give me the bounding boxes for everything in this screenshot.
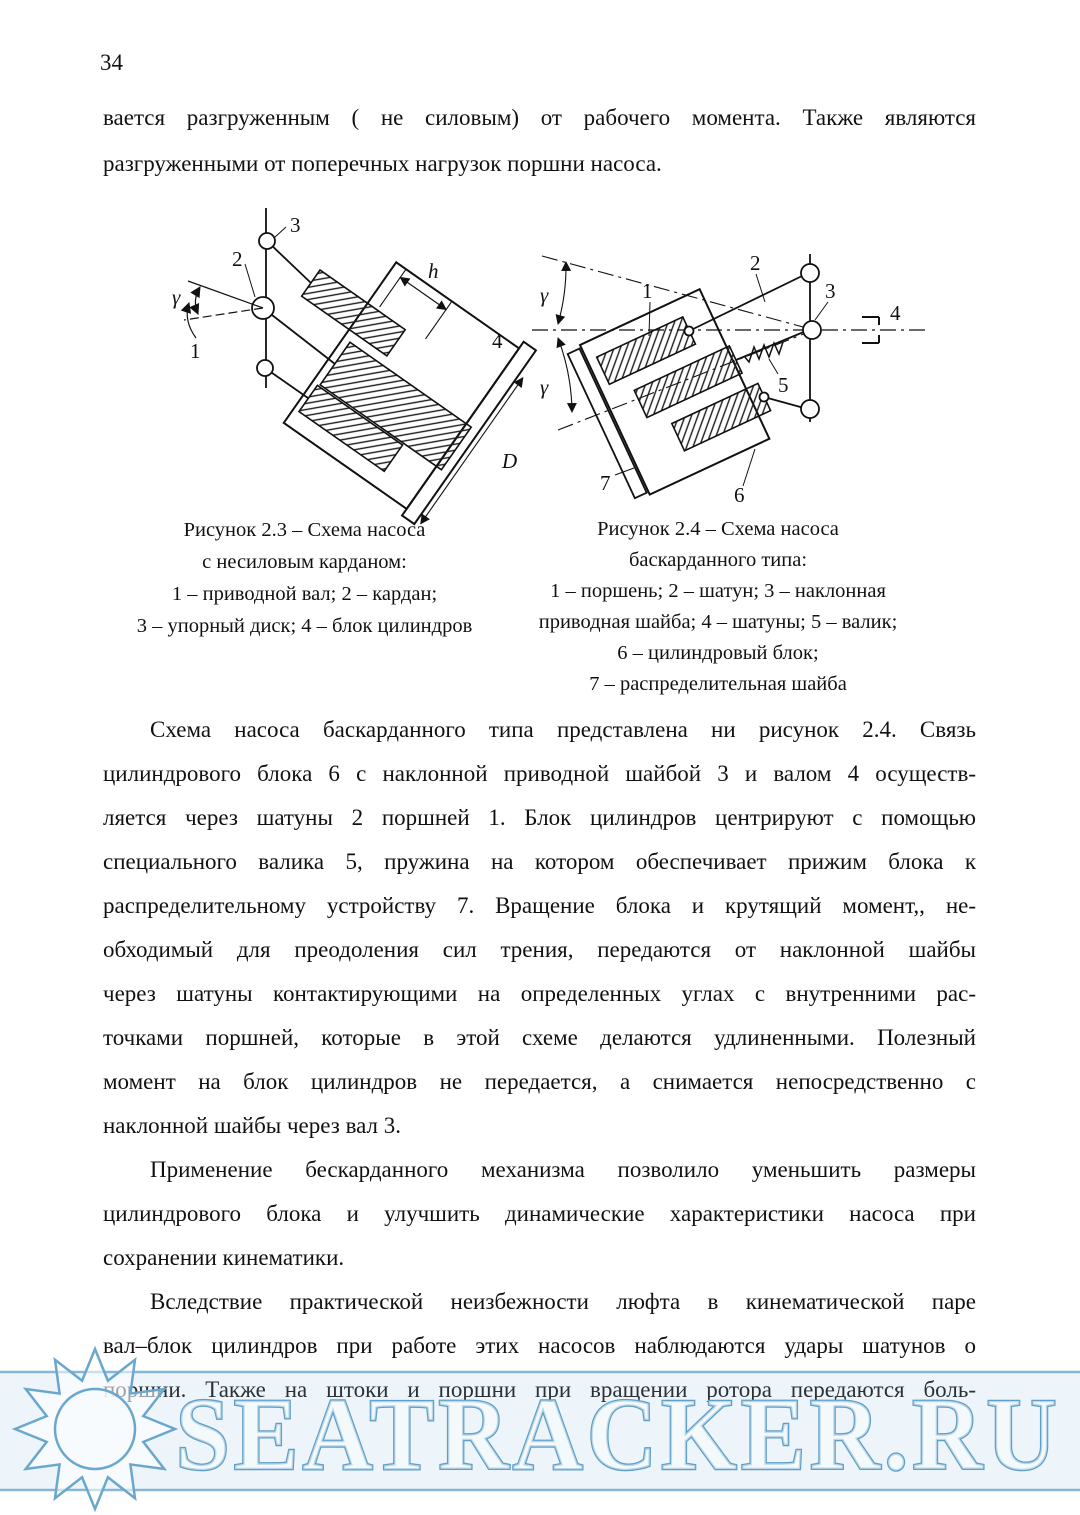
leader-line [244,263,256,298]
caption-line: приводная шайба; 4 – шатуны; 5 – валик; [538,611,898,633]
figure-2-3-caption: Рисунок 2.3 – Схема насоса с несиловым к… [112,514,497,642]
text-line: цилиндрового блока 6 с наклонной приводн… [103,761,976,786]
caption-line: 1 – приводной вал; 2 – кардан; [171,583,438,605]
label-7: 7 [600,471,611,495]
gamma-angle-arc [555,261,572,325]
leader-line [768,358,779,375]
piston [633,344,744,419]
tilt-line-upper [541,255,815,331]
ball-joint [800,399,820,419]
caption-line: Рисунок 2.3 – Схема насоса [183,519,426,541]
text-line: разгруженными от поперечных нагрузок пор… [103,151,662,176]
axis-reference-line [183,307,264,321]
label-1: 1 [190,339,201,363]
caption-line: 1 – поршень; 2 – шатун; 3 – наклонная [550,580,886,602]
valik-line [735,330,807,361]
text-line: момент на блок цилиндров не передается, … [103,1069,976,1094]
leader-line [742,448,756,487]
piston-joint [758,391,770,403]
ball-joint [800,263,820,283]
text-line: распределительному устройству 7. Вращени… [103,893,976,918]
label-leaders [244,226,287,298]
text-line: обходимый для преодоления сил трения, пе… [103,937,976,962]
figure-2-4-caption: Рисунок 2.4 – Схема насоса баскарданного… [518,514,918,700]
text-line: вал–блок цилиндров при работе этих насос… [103,1333,976,1358]
label-1: 1 [642,279,653,303]
label-h: h [428,259,439,283]
figure-2-3-diagram: 3 2 1 4 h D γ [172,208,538,526]
spring [743,341,784,364]
intro-paragraph: вается разгруженным ( не силовым) от раб… [103,95,976,187]
caption-line: с несиловым карданом: [202,551,407,573]
rotation-arrow [180,301,197,339]
caption-line: Рисунок 2.4 – Схема насоса [597,518,839,540]
leader-line [614,467,635,476]
label-5: 5 [778,373,789,397]
caption-line: 6 – цилиндровый блок; [617,642,819,664]
leader-line [273,226,287,239]
drive-shaft-and-joints [251,208,336,399]
text-line: через шатуны контактирующими на определе… [103,981,976,1006]
label-gamma-bottom: γ [540,375,549,399]
dimension-h-arrow [379,268,453,340]
caption-line: 3 – упорный диск; 4 – блок цилиндров [136,615,473,637]
gamma-angle-arc [556,337,577,413]
label-D: D [501,449,517,473]
body-text: Схема насоса баскарданного типа представ… [103,708,976,1412]
piston [300,268,407,357]
label-gamma: γ [172,285,181,309]
text-line: Схема насоса баскарданного типа представ… [150,717,976,742]
dimension-D-arrow [420,377,524,525]
leader-line [814,301,829,321]
rod-line [262,307,336,365]
label-gamma-top: γ [540,283,549,307]
piston [297,384,404,473]
text-line: ляется через шатуны 2 поршней 1. Блок ци… [103,805,976,830]
cylinder-block-assembly [282,260,538,526]
text-line: Вследствие практической неизбежности люф… [150,1289,976,1314]
text-line: поршни. Также на штоки и поршни при вращ… [103,1377,976,1402]
text-line: точками поршней, которые в этой схеме де… [103,1025,976,1050]
text-line: специального валика 5, пружина на которо… [103,849,976,874]
label-3: 3 [825,279,836,303]
distributor-plate [566,347,648,500]
cylinder-block-assembly [566,287,772,500]
angle-construction [180,280,264,339]
label-2: 2 [750,251,761,275]
leader-line [755,273,766,303]
caption-line: баскарданного типа: [628,549,808,571]
figure-labels: 1 2 3 4 5 6 7 γ γ [540,251,901,507]
text-line: сохранении кинематики. [103,1245,345,1270]
rod-line [763,396,805,409]
figure-labels: 3 2 1 4 h D γ [172,213,517,473]
rod-line [266,240,312,284]
shaft-coupling [862,316,880,344]
page-number: 34 [100,50,123,75]
label-4: 4 [492,329,503,353]
text-line: Применение бескарданного механизма позво… [150,1157,976,1182]
ball-joint [802,320,822,340]
text-line: вается разгруженным ( не силовым) от раб… [103,105,976,130]
cardan-joint [256,359,274,377]
label-3: 3 [290,213,301,237]
label-2: 2 [232,247,243,271]
piston-joint [683,325,695,337]
gamma-angle-arc [189,286,201,315]
label-leaders [614,273,829,487]
caption-line: 7 – распределительная шайба [589,673,847,695]
rods-and-swash-plate [683,254,880,422]
label-4: 4 [890,301,901,325]
tilt-axis-line [187,280,264,309]
cardan-joint [258,232,276,250]
rod-line [688,275,803,332]
figure-2-4-diagram: 1 2 3 4 5 6 7 γ γ [532,251,930,507]
leader-line [648,301,651,337]
text-line: цилиндрового блока и улучшить динамическ… [103,1201,976,1226]
label-6: 6 [734,483,745,507]
text-line: наклонной шайбы через вал 3. [103,1113,402,1138]
